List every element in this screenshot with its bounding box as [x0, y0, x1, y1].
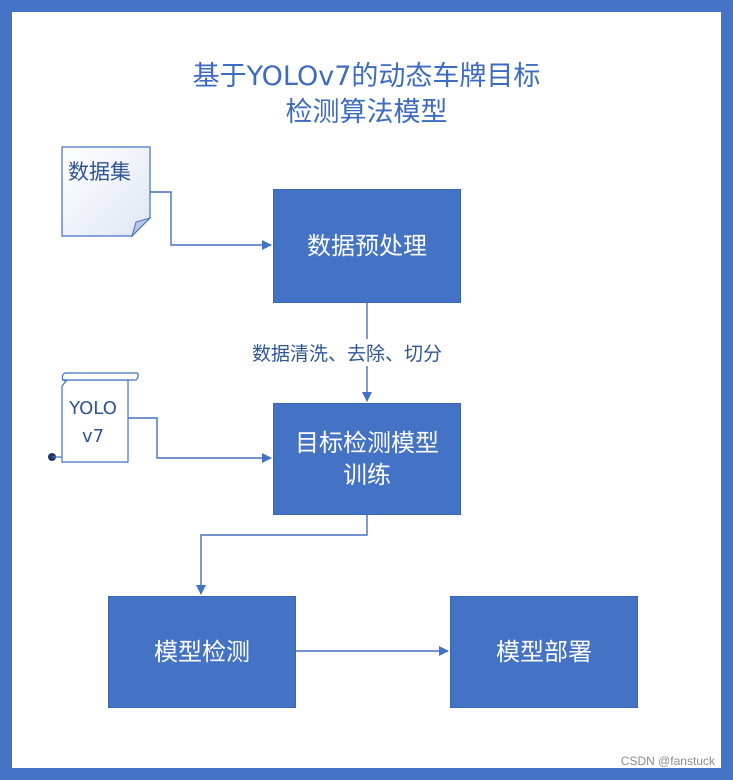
deploy-box-label: 模型部署 [496, 638, 592, 666]
deploy-box: 模型部署 [450, 596, 638, 708]
connector-training-to-detection [196, 514, 368, 595]
diagram-title-line1: 基于YOLOv7的动态车牌目标 [192, 61, 541, 92]
yolo-scroll-label-line2: v7 [81, 426, 105, 447]
yolo-scroll-shape [48, 372, 139, 463]
edge-label-cleaning: 数据清洗、去除、切分 [250, 339, 445, 366]
watermark: CSDN @fanstuck [620, 754, 715, 768]
preprocess-box: 数据预处理 [273, 189, 461, 303]
detection-box: 模型检测 [108, 596, 296, 708]
dataset-document-shape [61, 146, 152, 238]
diagram-title-line2: 检测算法模型 [285, 97, 448, 128]
training-box: 目标检测模型 训练 [273, 403, 461, 515]
connector-dataset-to-preprocess [150, 191, 272, 250]
dataset-document-label: 数据集 [68, 160, 131, 184]
training-box-label-line1: 目标检测模型 [295, 429, 439, 457]
connector-yolo-to-training [128, 417, 272, 463]
detection-box-label: 模型检测 [154, 638, 250, 666]
yolo-scroll-label-line1: YOLO [69, 398, 117, 419]
preprocess-box-label: 数据预处理 [307, 232, 427, 260]
training-box-label-line2: 训练 [343, 461, 391, 489]
